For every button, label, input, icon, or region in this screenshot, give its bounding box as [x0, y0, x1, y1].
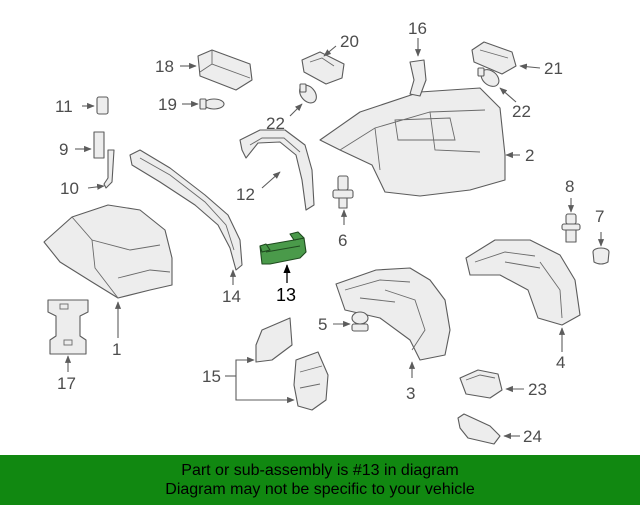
callout-11: 11: [55, 97, 73, 116]
part-19-bulb: 19: [158, 95, 225, 114]
part-3-wheelhouse-liner: 3: [335, 267, 451, 403]
info-banner: Part or sub-assembly is #13 in diagram D…: [0, 455, 640, 505]
part-4-wheelhouse-liner: 4: [465, 239, 581, 372]
callout-7: 7: [595, 207, 604, 226]
part-16-strip: 16: [408, 19, 427, 97]
callout-6: 6: [338, 231, 347, 250]
callout-5: 5: [318, 315, 327, 334]
callout-21: 21: [544, 59, 563, 78]
callout-2: 2: [525, 146, 534, 165]
part-8-clip: 8: [561, 177, 581, 243]
callout-24: 24: [523, 427, 542, 446]
part-15-trim-pieces: 15: [202, 317, 329, 411]
part-24-flap: 24: [457, 413, 542, 446]
part-14-seal-strip: 14: [129, 149, 243, 306]
callout-12: 12: [236, 185, 255, 204]
callout-8: 8: [565, 177, 574, 196]
banner-line-part-number: Part or sub-assembly is #13 in diagram: [181, 462, 459, 479]
callout-23: 23: [528, 380, 547, 399]
part-13-bracket: 13: [259, 231, 307, 305]
part-18-lamp-housing: 18: [155, 49, 253, 91]
callout-18: 18: [155, 57, 174, 76]
part-11-pad: 11: [55, 96, 109, 116]
part-9-bracket: 9: [59, 131, 105, 159]
part-21-lamp: 21: [471, 41, 563, 78]
callout-20: 20: [340, 32, 359, 51]
callout-16: 16: [408, 19, 427, 38]
callout-4: 4: [556, 353, 565, 372]
callout-15: 15: [202, 367, 221, 386]
part-23-cover: 23: [459, 369, 547, 399]
parts-diagram: 1 2 3 4 5 6 7: [43, 19, 610, 446]
part-10-strip: 10: [60, 149, 115, 198]
callout-22-left: 22: [266, 114, 285, 133]
part-12-arch-trim: 12: [236, 129, 315, 211]
part-22-bulb-right: 22: [477, 67, 531, 121]
part-2-wheelhouse: 2: [319, 87, 534, 197]
part-1-wheelhouse-cover: 1: [43, 204, 173, 359]
banner-line-disclaimer: Diagram may not be specific to your vehi…: [165, 481, 475, 498]
callout-14: 14: [222, 287, 241, 306]
callout-10: 10: [60, 179, 79, 198]
callout-22-right: 22: [512, 102, 531, 121]
part-17-mounting-plate: 17: [47, 299, 89, 393]
callout-17: 17: [57, 374, 76, 393]
callout-9: 9: [59, 140, 68, 159]
callout-13: 13: [276, 285, 296, 305]
callout-1: 1: [112, 340, 121, 359]
part-5-clip: 5: [318, 311, 369, 334]
callout-19: 19: [158, 95, 177, 114]
part-20-lamp: 20: [301, 32, 359, 85]
part-6-retainer: 6: [332, 175, 354, 250]
callout-3: 3: [406, 384, 415, 403]
part-7-plug: 7: [592, 207, 610, 265]
part-22-bulb-left: 22: [266, 83, 317, 133]
